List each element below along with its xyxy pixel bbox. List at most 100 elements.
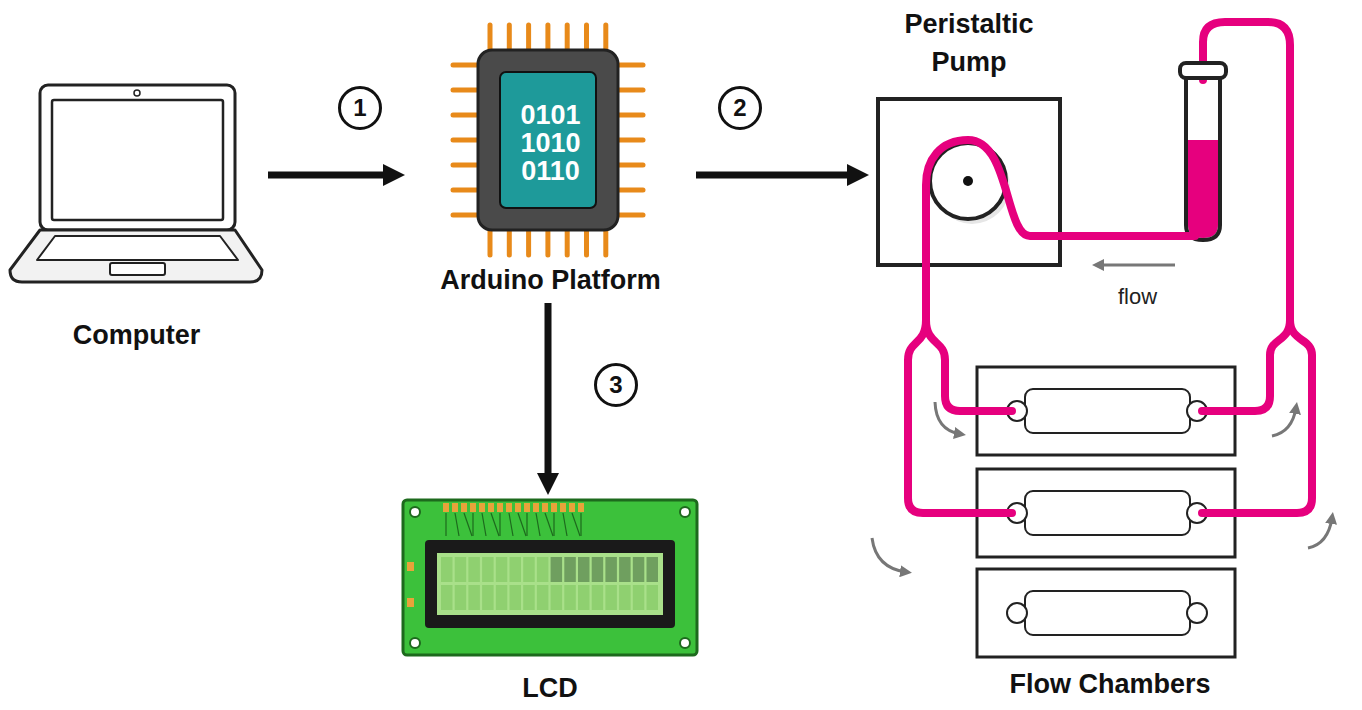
lcd-board [403,500,697,655]
lcd-pins [443,503,584,536]
chip-pin [618,88,643,93]
laptop-screen [40,85,235,230]
lcd-cell [619,557,631,582]
chip-pin [453,63,478,68]
lcd-cell [564,557,576,582]
lcd-cell [592,585,604,610]
chip-pin [603,25,608,50]
chip-pin [488,25,493,50]
header-pin [497,503,503,512]
lcd-cell [468,557,480,582]
chip-die [500,72,596,208]
header-pin [506,503,512,512]
lcd-cell [482,557,494,582]
flow-arrow [1098,264,1175,267]
lcd-cell [523,585,535,610]
pcb-trace [499,513,500,536]
chip-pin [565,25,570,50]
chip-pin [603,230,608,255]
arrow-connector [545,303,552,479]
chip-pin [453,113,478,118]
lcd-bezel [425,540,675,628]
pcb-trace [563,513,567,536]
lcd-cell [633,585,645,610]
chip-pin [618,188,643,193]
chip-pin [453,213,478,218]
node-label: Peristaltic Pump [872,5,1066,81]
lcd-cell [605,585,617,610]
lcd-cell [619,585,631,610]
lcd-cell [551,585,563,610]
lcd-cell [455,557,467,582]
chip-pin [545,230,550,255]
chip-pin [584,25,589,50]
callout-number: 2 [718,86,762,130]
lcd-cell [537,585,549,610]
chamber-channel [1025,389,1190,433]
chip-pin [507,25,512,50]
lcd-cell [510,557,522,582]
chamber-port [1187,603,1207,623]
pcb-trace [518,513,526,536]
pcb-trace [472,513,473,536]
lcd-cell [633,557,645,582]
roller-axle [963,176,973,186]
node-label: Arduino Platform [440,264,661,296]
chip-pin [526,230,531,255]
header-pin [515,503,521,512]
vial [1186,78,1220,240]
laptop [10,85,262,282]
chip-pins [453,25,643,255]
header-pin [542,503,548,512]
flow-chamber [977,569,1235,657]
side-pad [407,562,414,571]
lcd-cell [647,585,659,610]
header-pin [551,503,557,512]
laptop-camera [134,90,140,96]
lcd-cells [441,557,658,610]
tube [908,320,1012,513]
lcd-cell [496,585,508,610]
header-pin [488,503,494,512]
lcd-cell [578,557,590,582]
chamber-channel [1025,591,1190,635]
flow-arrow [1272,408,1296,436]
header-pin [452,503,458,512]
lcd-cell [537,557,549,582]
laptop-touchpad [110,263,165,275]
flow-arrow [872,538,906,572]
mount-hole [680,638,690,648]
computer-node: Computer [8,80,265,355]
header-pin [479,503,485,512]
header-pin [461,503,467,512]
header-pin [470,503,476,512]
pump-node: Peristaltic Pump [872,5,1066,267]
lcd-cell [468,585,480,610]
mount-hole [410,638,420,648]
lcd-cell [551,557,563,582]
flow-arrow [935,402,960,434]
chip-pin [618,138,643,143]
header-pin [443,503,449,512]
tube [1202,320,1312,513]
tubing [908,22,1312,513]
flow-label: flow [1118,284,1157,310]
arrow-connector [268,172,389,179]
pcb-trace [455,513,459,536]
header-pin [569,503,575,512]
chip-body [478,50,618,230]
callout-number: 3 [594,363,638,407]
side-pad [407,598,414,607]
laptop-base [10,230,262,282]
chip-pin [488,230,493,255]
lcd-cell [523,557,535,582]
arduino-node: 0101 1010 0110Arduino Platform [408,35,693,300]
pcb-trace [526,513,527,536]
vial-liquid [1188,140,1218,238]
chip-pin [618,113,643,118]
chip-pin [453,88,478,93]
lcd-cell [564,585,576,610]
tube [1202,320,1290,411]
flow-arrow [1308,518,1332,548]
